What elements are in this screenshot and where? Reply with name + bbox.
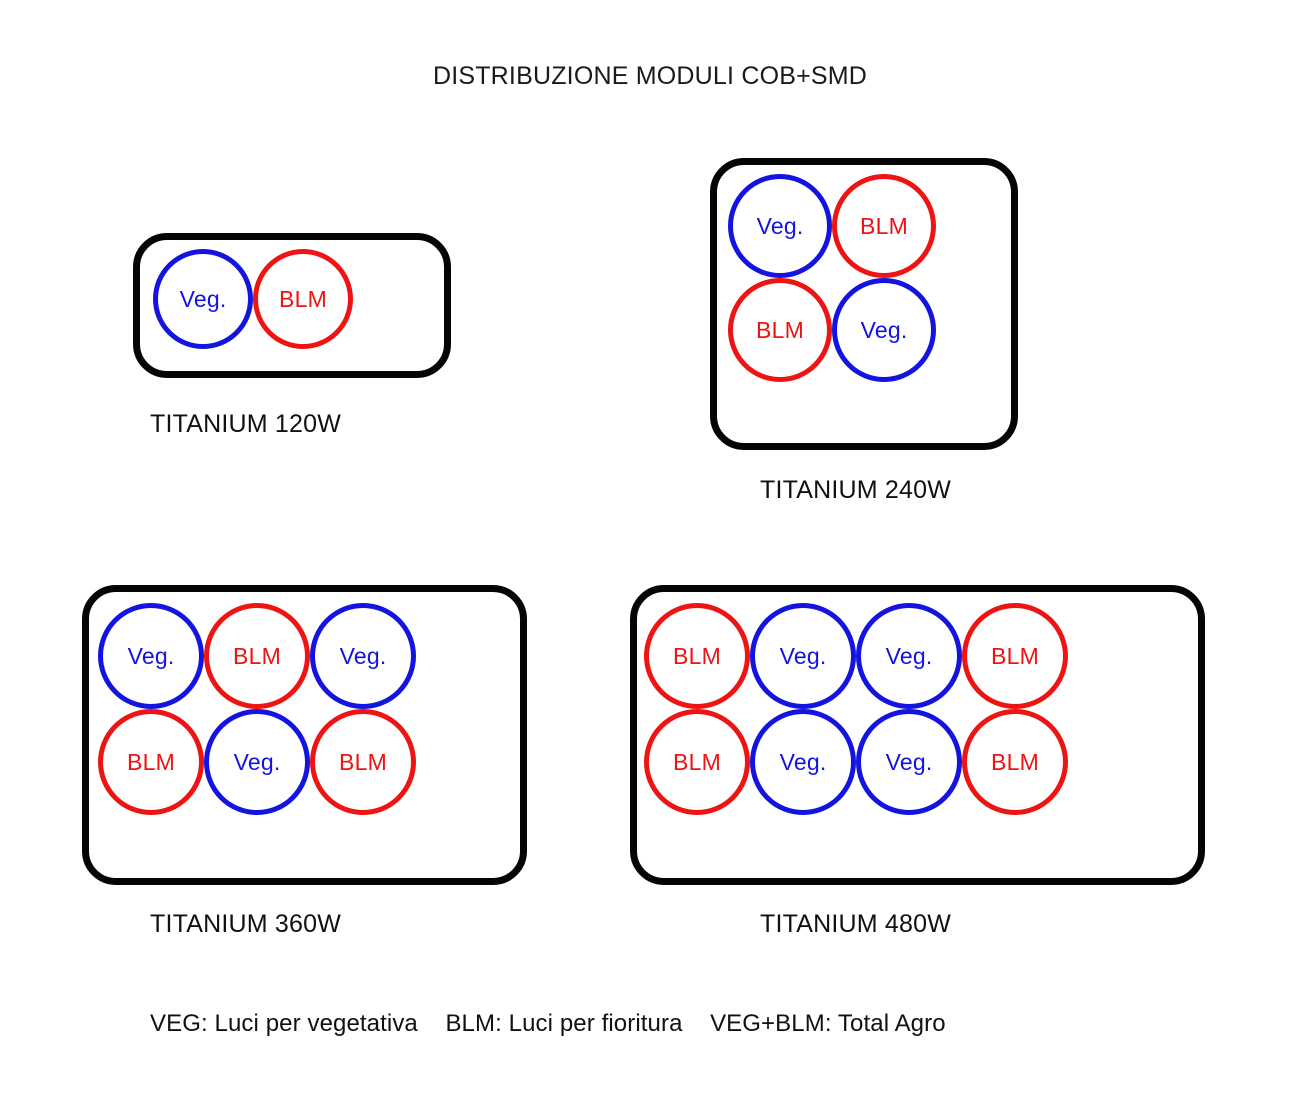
module-circle-blm[interactable]: BLM bbox=[962, 603, 1068, 709]
module-label: Veg. bbox=[233, 748, 281, 775]
panel-caption-120w: TITANIUM 120W bbox=[150, 410, 342, 438]
module-circle-veg[interactable]: Veg. bbox=[204, 709, 310, 815]
module-label: Veg. bbox=[860, 316, 908, 343]
module-label: Veg. bbox=[885, 642, 933, 669]
legend-entry-total-agro: VEG+BLM: Total Agro bbox=[710, 1010, 946, 1037]
panel-caption-480w: TITANIUM 480W bbox=[760, 910, 952, 938]
module-label: Veg. bbox=[885, 748, 933, 775]
panel-caption-360w: TITANIUM 360W bbox=[150, 910, 342, 938]
module-circle-veg[interactable]: Veg. bbox=[153, 249, 253, 349]
module-circle-veg[interactable]: Veg. bbox=[728, 174, 832, 278]
module-circle-blm[interactable]: BLM bbox=[644, 709, 750, 815]
legend: VEG: Luci per vegetativa BLM: Luci per f… bbox=[150, 1010, 946, 1038]
module-circle-blm[interactable]: BLM bbox=[962, 709, 1068, 815]
module-label: BLM bbox=[756, 316, 804, 343]
module-label: Veg. bbox=[179, 285, 227, 312]
module-circle-veg[interactable]: Veg. bbox=[832, 278, 936, 382]
module-label: Veg. bbox=[779, 748, 827, 775]
module-circle-blm[interactable]: BLM bbox=[832, 174, 936, 278]
module-circle-veg[interactable]: Veg. bbox=[750, 709, 856, 815]
module-label: BLM bbox=[991, 642, 1039, 669]
module-circle-veg[interactable]: Veg. bbox=[98, 603, 204, 709]
module-label: BLM bbox=[673, 642, 721, 669]
module-grid-240w: Veg. BLM BLM Veg. bbox=[710, 158, 936, 382]
panel-caption-240w: TITANIUM 240W bbox=[760, 476, 952, 504]
module-circle-veg[interactable]: Veg. bbox=[856, 603, 962, 709]
legend-entry-veg: VEG: Luci per vegetativa bbox=[150, 1010, 418, 1037]
page-title: DISTRIBUZIONE MODULI COB+SMD bbox=[432, 62, 868, 90]
module-label: BLM bbox=[127, 748, 175, 775]
module-circle-blm[interactable]: BLM bbox=[644, 603, 750, 709]
module-label: BLM bbox=[339, 748, 387, 775]
module-circle-blm[interactable]: BLM bbox=[728, 278, 832, 382]
module-label: BLM bbox=[860, 212, 908, 239]
module-label: BLM bbox=[991, 748, 1039, 775]
module-circle-veg[interactable]: Veg. bbox=[856, 709, 962, 815]
module-label: BLM bbox=[233, 642, 281, 669]
legend-entry-blm: BLM: Luci per fioritura bbox=[445, 1010, 683, 1037]
module-circle-blm[interactable]: BLM bbox=[253, 249, 353, 349]
module-label: Veg. bbox=[339, 642, 387, 669]
module-circle-blm[interactable]: BLM bbox=[310, 709, 416, 815]
module-grid-480w: BLM Veg. Veg. BLM BLM Veg. Veg. BLM bbox=[630, 585, 1068, 815]
module-circle-veg[interactable]: Veg. bbox=[750, 603, 856, 709]
module-label: Veg. bbox=[127, 642, 175, 669]
module-label: BLM bbox=[279, 285, 327, 312]
module-grid-360w: Veg. BLM Veg. BLM Veg. BLM bbox=[82, 585, 416, 815]
module-label: Veg. bbox=[779, 642, 827, 669]
module-circle-blm[interactable]: BLM bbox=[98, 709, 204, 815]
module-label: BLM bbox=[673, 748, 721, 775]
module-circle-veg[interactable]: Veg. bbox=[310, 603, 416, 709]
module-circle-blm[interactable]: BLM bbox=[204, 603, 310, 709]
module-grid-120w: Veg. BLM bbox=[133, 233, 353, 349]
module-label: Veg. bbox=[756, 212, 804, 239]
